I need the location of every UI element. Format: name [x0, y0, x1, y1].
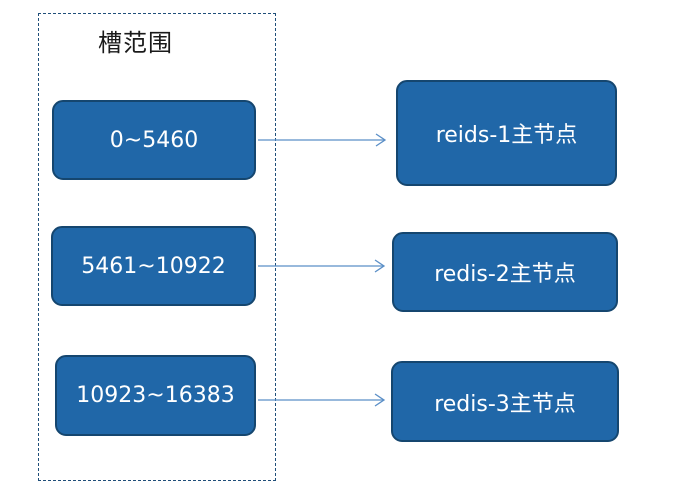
- arrowhead-3: [374, 393, 386, 407]
- arrowhead-1: [375, 133, 387, 147]
- master-node-1: reids-1主节点: [396, 80, 617, 186]
- arrowhead-2: [374, 259, 386, 273]
- master-node-3: redis-3主节点: [391, 361, 619, 442]
- slot-range-box-2: 5461~10922: [51, 226, 256, 306]
- slot-range-title: 槽范围: [98, 29, 173, 57]
- slot-range-group: [38, 13, 276, 481]
- slot-range-box-1: 0~5460: [52, 100, 256, 180]
- master-node-2: redis-2主节点: [392, 232, 618, 312]
- slot-range-box-3: 10923~16383: [55, 355, 256, 436]
